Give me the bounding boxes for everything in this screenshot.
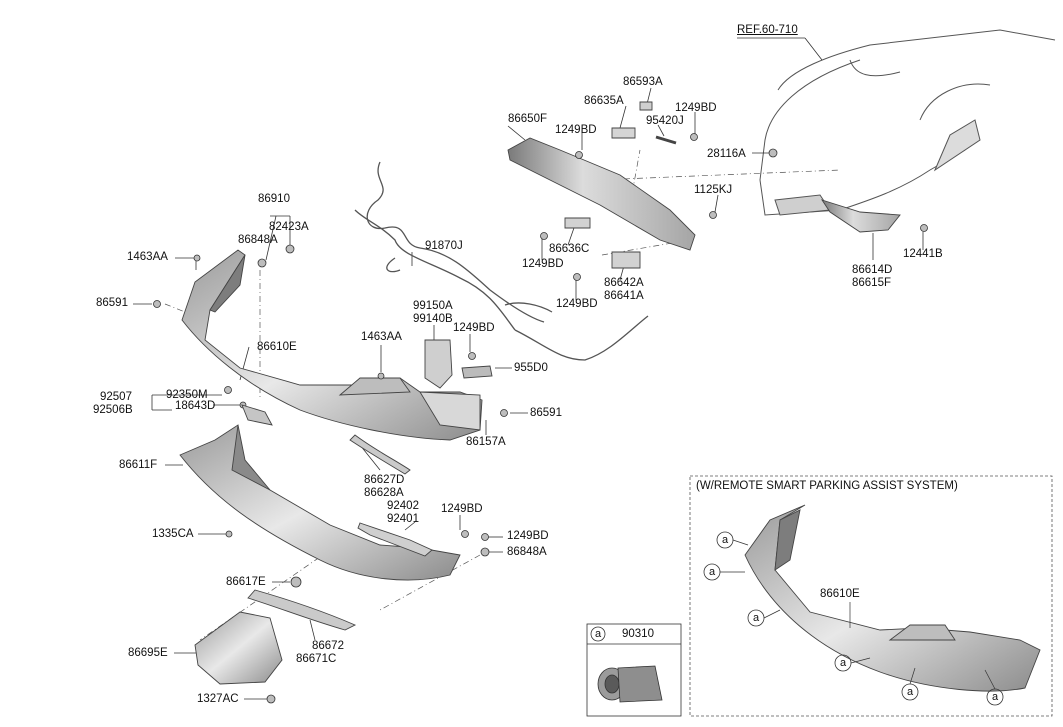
part-86636C[interactable]: 86636C <box>549 243 590 255</box>
main-bumper <box>181 249 483 441</box>
part-1249BD[interactable]: 1249BD <box>507 530 549 542</box>
sensor-90310-image <box>597 665 663 703</box>
part-1125KJ[interactable]: 1125KJ <box>694 184 733 196</box>
dashdot-lines <box>164 149 841 641</box>
part-86650F[interactable]: 86650F <box>508 113 548 125</box>
part-92401[interactable]: 92401 <box>387 513 419 525</box>
marker-a: a <box>721 534 729 546</box>
part-86848A[interactable]: 86848A <box>238 234 278 246</box>
part-86671C[interactable]: 86671C <box>296 653 337 665</box>
part-99140B[interactable]: 99140B <box>413 313 453 325</box>
part-86848A[interactable]: 86848A <box>507 546 547 558</box>
part-86614D[interactable]: 86614D <box>852 264 893 276</box>
part-91870J[interactable]: 91870J <box>425 240 463 252</box>
marker-a: a <box>839 657 847 669</box>
subsystem-box <box>689 475 1053 717</box>
part-86615F[interactable]: 86615F <box>852 277 892 289</box>
legend-marker: a <box>594 628 602 640</box>
part-86593A[interactable]: 86593A <box>623 76 663 88</box>
part-28116A[interactable]: 28116A <box>707 148 746 160</box>
bracket-99150 <box>424 339 493 389</box>
part-86610E[interactable]: 86610E <box>257 341 297 353</box>
part-95420J[interactable]: 95420J <box>646 115 684 127</box>
strips-and-trims <box>247 434 433 631</box>
marker-leaders <box>720 539 996 690</box>
part-1249BD[interactable]: 1249BD <box>441 503 483 515</box>
part-955D0[interactable]: 955D0 <box>514 362 548 374</box>
part-12441B[interactable]: 12441B <box>903 248 943 260</box>
part-90310[interactable]: 90310 <box>622 628 654 640</box>
part-1335CA[interactable]: 1335CA <box>152 528 194 540</box>
part-86672[interactable]: 86672 <box>312 640 344 652</box>
part-86591[interactable]: 86591 <box>96 297 128 309</box>
part-99150A[interactable]: 99150A <box>413 300 453 312</box>
part-92350M[interactable]: 92350M <box>166 389 208 401</box>
part-1463AA[interactable]: 1463AA <box>361 331 402 343</box>
part-92507[interactable]: 92507 <box>100 391 132 403</box>
undercover <box>194 611 283 685</box>
part-1249BD[interactable]: 1249BD <box>453 322 495 334</box>
part-1249BD[interactable]: 1249BD <box>675 102 717 114</box>
part-86642A[interactable]: 86642A <box>604 277 644 289</box>
subsystem-title: (W/REMOTE SMART PARKING ASSIST SYSTEM) <box>696 480 958 492</box>
marker-a: a <box>991 691 999 703</box>
marker-a: a <box>906 686 914 698</box>
part-86910[interactable]: 86910 <box>258 193 290 205</box>
part-86641A[interactable]: 86641A <box>604 290 644 302</box>
part-1249BD[interactable]: 1249BD <box>555 124 597 136</box>
part-86157A[interactable]: 86157A <box>466 436 506 448</box>
body-panel-ref <box>759 29 1056 216</box>
part-86611F[interactable]: 86611F <box>119 459 158 471</box>
subsystem-bumper <box>744 504 1041 692</box>
wiring-harness <box>354 161 649 361</box>
part-86635A[interactable]: 86635A <box>584 95 624 107</box>
part-92402[interactable]: 92402 <box>387 500 419 512</box>
part-86591[interactable]: 86591 <box>530 407 562 419</box>
part-86695E[interactable]: 86695E <box>128 647 168 659</box>
upper-bracket <box>507 101 901 269</box>
part-1463AA[interactable]: 1463AA <box>127 251 168 263</box>
part-86617E[interactable]: 86617E <box>226 576 266 588</box>
marker-a: a <box>752 612 760 624</box>
marker-a: a <box>708 566 716 578</box>
part-82423A[interactable]: 82423A <box>269 221 309 233</box>
legend-box <box>586 623 682 717</box>
part-86610E-subsystem[interactable]: 86610E <box>820 588 860 600</box>
part-86628A[interactable]: 86628A <box>364 487 404 499</box>
part-1327AC[interactable]: 1327AC <box>197 693 239 705</box>
part-1249BD[interactable]: 1249BD <box>522 258 564 270</box>
part-92506B[interactable]: 92506B <box>93 404 133 416</box>
part-1249BD[interactable]: 1249BD <box>556 298 598 310</box>
part-86627D[interactable]: 86627D <box>364 474 405 486</box>
part-18643D[interactable]: 18643D <box>175 400 216 412</box>
reference-label[interactable]: REF.60-710 <box>737 24 798 36</box>
